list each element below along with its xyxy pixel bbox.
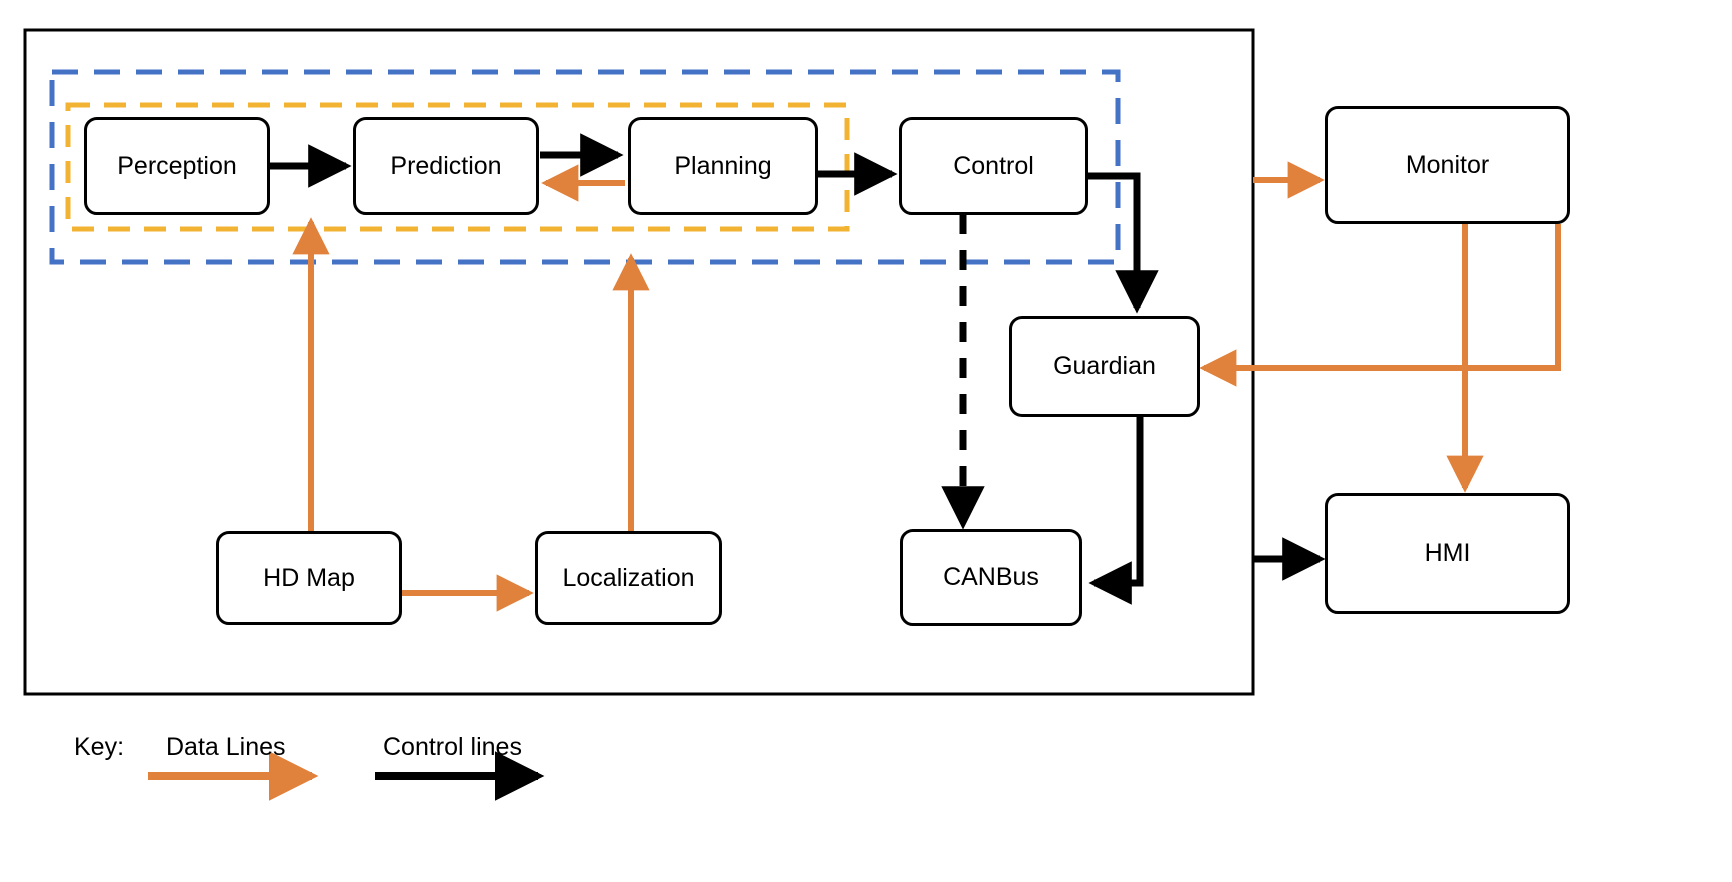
- node-monitor[interactable]: Monitor: [1325, 106, 1570, 224]
- edge-monitor-guardian: [1199, 224, 1561, 387]
- outer-container-border: [23, 28, 1255, 696]
- node-localization[interactable]: Localization: [535, 531, 722, 625]
- node-guardian[interactable]: Guardian: [1009, 316, 1200, 417]
- node-planning[interactable]: Planning: [628, 117, 818, 215]
- node-hd-map[interactable]: HD Map: [216, 531, 402, 625]
- node-hmi-label: HMI: [1424, 539, 1471, 567]
- node-guardian-label: Guardian: [1053, 352, 1156, 380]
- node-prediction-label: Prediction: [390, 151, 502, 180]
- blue-dashed-group: [49, 69, 1121, 265]
- node-hd-map-label: HD Map: [263, 563, 355, 592]
- edge-control-guardian: [1088, 172, 1159, 314]
- node-hmi[interactable]: HMI: [1325, 493, 1570, 614]
- node-control[interactable]: Control: [899, 117, 1088, 215]
- node-perception[interactable]: Perception: [84, 117, 270, 215]
- node-perception-label: Perception: [117, 151, 237, 180]
- node-prediction[interactable]: Prediction: [353, 117, 539, 215]
- legend-key-label: Key:: [74, 733, 125, 761]
- legend-data-lines-label: Data Lines: [166, 733, 286, 761]
- node-monitor-label: Monitor: [1405, 150, 1490, 179]
- node-planning-label: Planning: [674, 151, 772, 180]
- legend-control-lines-label: Control lines: [383, 733, 522, 761]
- node-canbus[interactable]: CANBus: [900, 529, 1082, 626]
- yellow-dashed-group: [65, 102, 850, 232]
- node-localization-label: Localization: [562, 563, 695, 592]
- edge-guardian-canbus: [1088, 417, 1144, 605]
- node-canbus-label: CANBus: [943, 563, 1039, 591]
- node-control-label: Control: [953, 151, 1034, 180]
